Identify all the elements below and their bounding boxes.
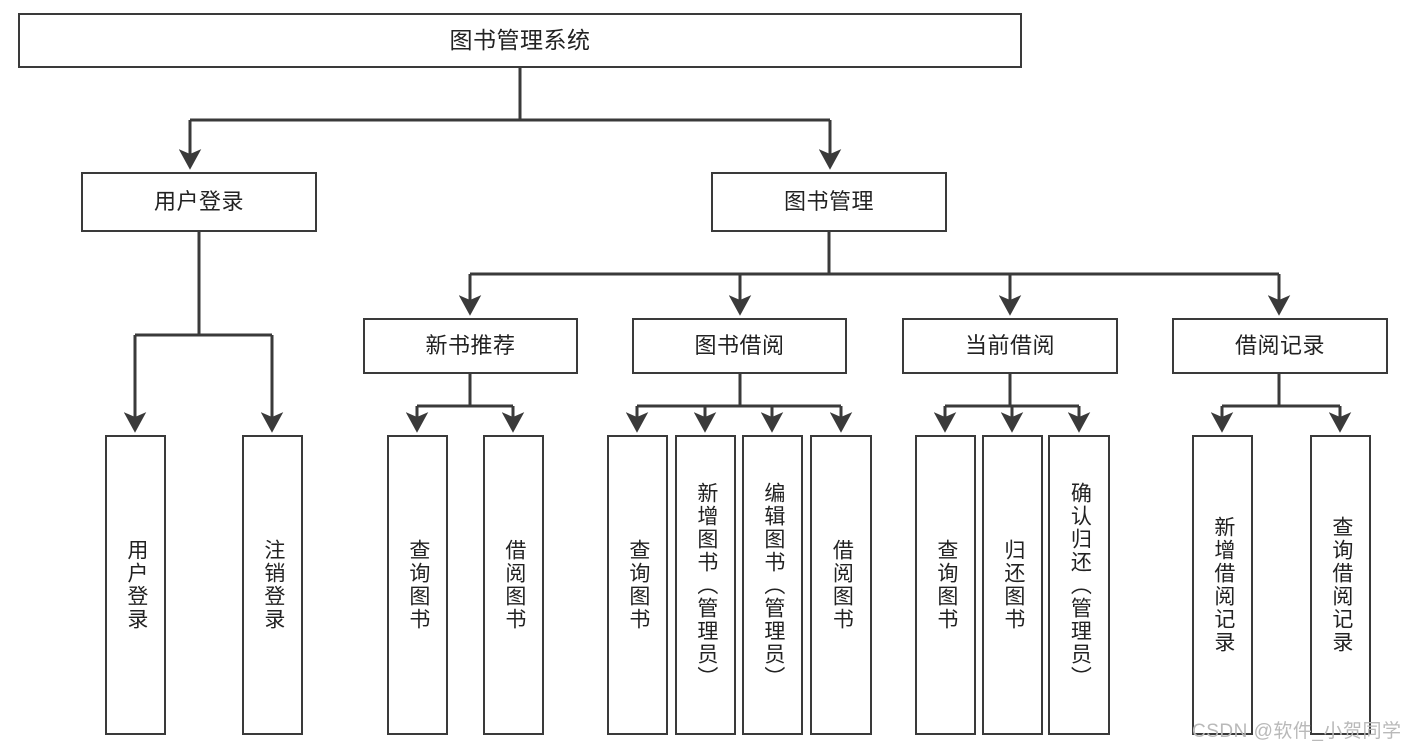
leaf-query-book-newbook[interactable]: 查询图书 <box>387 435 448 735</box>
leaf-user-login[interactable]: 用户登录 <box>105 435 166 735</box>
node-label: 新增图书（管理员） <box>694 481 718 689</box>
node-label: 用户登录 <box>124 539 148 631</box>
node-label: 注销登录 <box>261 539 285 631</box>
node-label: 确认归还（管理员） <box>1068 481 1092 689</box>
node-label: 当前借阅 <box>964 332 1055 358</box>
leaf-borrow-book-newbook[interactable]: 借阅图书 <box>483 435 544 735</box>
leaf-query-book-borrow[interactable]: 查询图书 <box>607 435 668 735</box>
node-label: 查询图书 <box>406 539 430 631</box>
node-label: 新增借阅记录 <box>1211 516 1235 654</box>
node-label: 查询图书 <box>626 539 650 631</box>
node-borrow-record[interactable]: 借阅记录 <box>1172 318 1388 374</box>
node-label: 借阅图书 <box>830 539 854 631</box>
leaf-query-borrow-record[interactable]: 查询借阅记录 <box>1310 435 1371 735</box>
node-label: 图书管理系统 <box>449 26 591 53</box>
node-book-borrow[interactable]: 图书借阅 <box>632 318 847 374</box>
node-label: 借阅图书 <box>502 539 526 631</box>
leaf-borrow-book[interactable]: 借阅图书 <box>810 435 872 735</box>
leaf-add-book-admin[interactable]: 新增图书（管理员） <box>675 435 736 735</box>
node-label: 图书管理 <box>783 188 874 214</box>
watermark-text: CSDN @软件_小贺同学 <box>1192 721 1402 742</box>
node-label: 借阅记录 <box>1234 332 1325 358</box>
node-label: 归还图书 <box>1001 539 1025 631</box>
node-new-book-recommend[interactable]: 新书推荐 <box>363 318 578 374</box>
node-label: 图书借阅 <box>694 332 785 358</box>
node-book-management[interactable]: 图书管理 <box>711 172 947 232</box>
node-label: 查询图书 <box>934 539 958 631</box>
node-user-login[interactable]: 用户登录 <box>81 172 317 232</box>
leaf-query-book-current[interactable]: 查询图书 <box>915 435 976 735</box>
leaf-edit-book-admin[interactable]: 编辑图书（管理员） <box>742 435 803 735</box>
node-label: 用户登录 <box>153 188 244 214</box>
node-label: 编辑图书（管理员） <box>761 481 785 689</box>
node-current-borrow[interactable]: 当前借阅 <box>902 318 1118 374</box>
leaf-return-book[interactable]: 归还图书 <box>982 435 1043 735</box>
node-root-system[interactable]: 图书管理系统 <box>18 13 1022 68</box>
node-label: 新书推荐 <box>425 332 516 358</box>
leaf-add-borrow-record[interactable]: 新增借阅记录 <box>1192 435 1253 735</box>
leaf-logout[interactable]: 注销登录 <box>242 435 303 735</box>
node-label: 查询借阅记录 <box>1329 516 1353 654</box>
leaf-confirm-return-admin[interactable]: 确认归还（管理员） <box>1048 435 1110 735</box>
